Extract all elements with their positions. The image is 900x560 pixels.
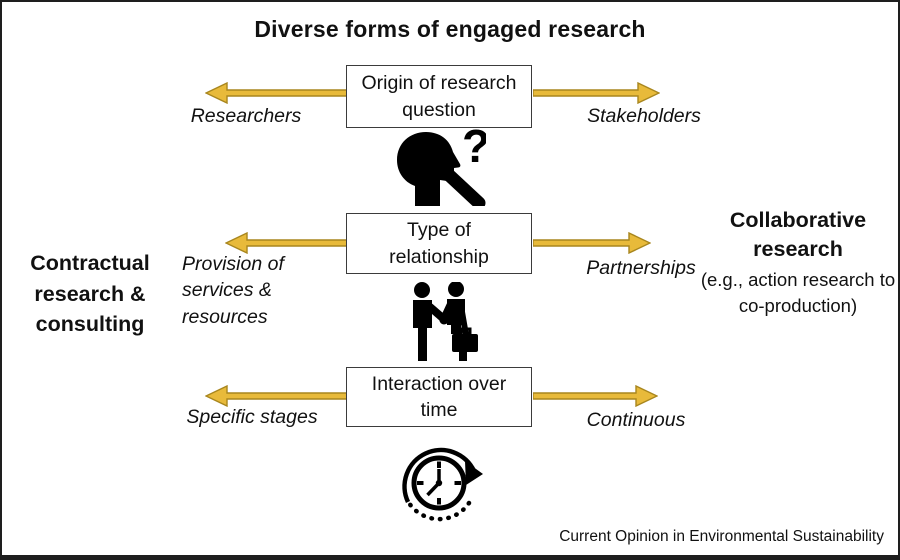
right-heading-block: Collaborative research (e.g., action res… xyxy=(700,206,896,318)
handshake-icon xyxy=(404,281,479,367)
clock-cycle-icon xyxy=(394,433,484,530)
box-origin-of-research-question: Origin of research question xyxy=(346,65,532,128)
label-partnerships: Partnerships xyxy=(586,257,696,279)
thinking-person-icon: ? xyxy=(390,120,490,211)
right-heading-collaborative-research: Collaborative research xyxy=(729,208,867,262)
label-stakeholders: Stakeholders xyxy=(587,105,701,127)
box-type-of-relationship: Type of relationship xyxy=(346,213,532,274)
box-label: Origin of research question xyxy=(361,72,517,121)
diagram-title: Diverse forms of engaged research xyxy=(254,16,646,42)
label-researchers: Researchers xyxy=(190,105,302,127)
row1-right-arrow-icon xyxy=(533,82,660,104)
row3-left-arrow-icon xyxy=(205,385,347,407)
left-heading-contractual-research: Contractual research & consulting xyxy=(30,251,150,337)
journal-attribution: Current Opinion in Environmental Sustain… xyxy=(559,528,884,545)
row2-left-arrow-icon xyxy=(225,232,347,254)
row2-right-arrow-icon xyxy=(533,232,651,254)
box-label: Interaction over time xyxy=(371,372,507,421)
label-specific-stages: Specific stages xyxy=(186,406,318,428)
label-continuous: Continuous xyxy=(586,409,686,431)
question-mark-glyph: ? xyxy=(462,128,486,172)
right-heading-note: (e.g., action research to co-production) xyxy=(700,269,896,316)
row1-left-arrow-icon xyxy=(205,82,347,104)
label-provision-of-services: Provision of services & resources xyxy=(182,253,284,328)
box-interaction-over-time: Interaction over time xyxy=(346,367,532,427)
row3-right-arrow-icon xyxy=(533,385,658,407)
box-label: Type of relationship xyxy=(389,219,489,268)
